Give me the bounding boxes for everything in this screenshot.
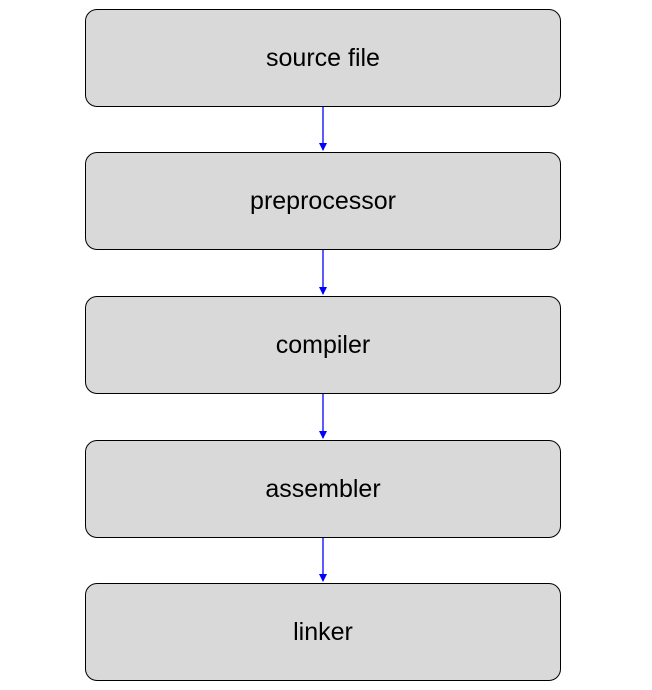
- stage-assembler: assembler: [85, 440, 561, 538]
- stage-compiler: compiler: [85, 296, 561, 394]
- stage-label: assembler: [265, 474, 381, 503]
- stage-label: preprocessor: [250, 186, 396, 215]
- stage-source-file: source file: [85, 9, 561, 107]
- stage-linker: linker: [85, 583, 561, 681]
- stage-label: linker: [293, 617, 353, 646]
- stage-label: compiler: [275, 330, 371, 359]
- stage-preprocessor: preprocessor: [85, 152, 561, 250]
- stage-label: source file: [266, 43, 380, 72]
